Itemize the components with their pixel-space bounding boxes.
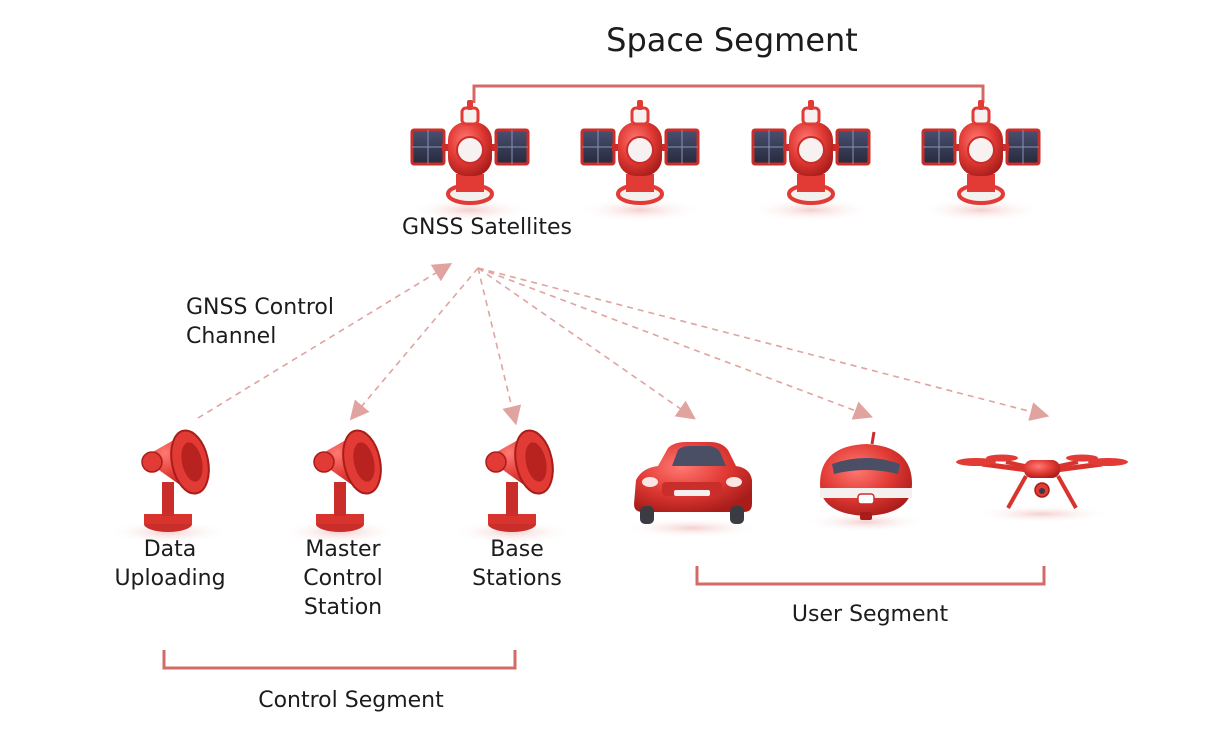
ship-icon — [804, 431, 928, 532]
control-node-label: Data Uploading — [114, 537, 226, 591]
control-node-label: Base Stations — [472, 537, 562, 591]
satellite-icon — [576, 98, 704, 224]
antenna-icon — [279, 425, 401, 545]
control-node-label: Master Control Station — [303, 537, 383, 620]
downlink-arrow-master — [349, 267, 479, 421]
space-segment-title: Space Segment — [606, 21, 858, 59]
car-icon — [622, 442, 762, 538]
space-segment-bracket — [472, 84, 985, 103]
antenna-icon — [451, 425, 573, 545]
drone-icon — [956, 454, 1128, 523]
satellites-label: GNSS Satellites — [402, 215, 572, 240]
satellite-icon — [917, 98, 1045, 224]
downlink-arrow-car — [477, 267, 696, 420]
antenna-icon — [107, 425, 229, 545]
satellite-row — [406, 98, 1045, 224]
satellite-icon — [406, 98, 534, 224]
control-segment-label: Control Segment — [258, 688, 444, 713]
downlink-arrow-drone — [477, 267, 1050, 421]
downlink-arrow-base — [477, 267, 522, 426]
downlink-arrow-ship — [477, 267, 873, 420]
control-channel-label: GNSS Control Channel — [186, 295, 334, 349]
control-segment-bracket — [162, 650, 517, 670]
user-segment-label: User Segment — [791, 602, 949, 627]
satellite-icon — [747, 98, 875, 224]
uplink-arrow — [197, 263, 453, 419]
user-segment-bracket — [695, 566, 1046, 586]
signal-lines — [197, 263, 1050, 426]
